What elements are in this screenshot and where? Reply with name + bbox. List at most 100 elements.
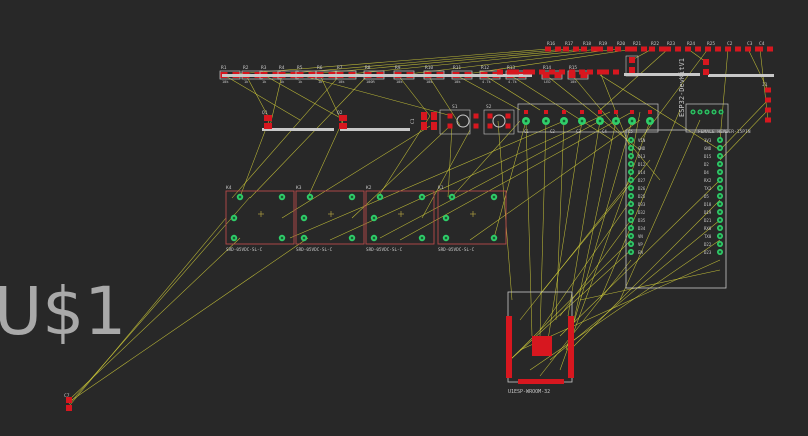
part-ref-label: Q1	[262, 110, 268, 116]
part-ref-label: R17	[565, 41, 573, 47]
airwire	[519, 259, 721, 351]
airwire	[509, 239, 632, 361]
devkit-pin-label: TX0	[704, 234, 712, 239]
resistor-pad	[563, 46, 569, 52]
silk-bar	[624, 73, 700, 76]
relay-footprint-label: SRD-05VDC-SL-C	[226, 247, 263, 253]
part-ref-label: R8	[365, 65, 371, 71]
smd-pad	[765, 117, 771, 123]
airwire	[567, 120, 601, 317]
part-ref-label: R21	[633, 41, 641, 47]
part-outline	[625, 55, 639, 77]
relay-ref-label: K1	[438, 185, 444, 191]
via-hole	[444, 216, 448, 220]
airwire	[397, 74, 431, 117]
smd-pad	[765, 97, 771, 103]
smd-pad	[598, 110, 602, 114]
devkit-pin-label: D18	[704, 202, 712, 207]
via-hole	[524, 119, 528, 123]
devkit-pin-label: D15	[704, 154, 712, 159]
part-ref-label: C7	[64, 393, 70, 399]
via-hole	[718, 178, 722, 182]
via-hole	[718, 170, 722, 174]
via-hole	[492, 195, 496, 199]
airwire	[539, 259, 632, 377]
via-hole	[705, 110, 709, 114]
via-hole	[350, 236, 354, 240]
resistor-pad	[573, 46, 579, 52]
part-ref-label: C4	[759, 41, 765, 47]
airwire	[539, 199, 632, 331]
via-hole	[719, 110, 723, 114]
via-hole	[280, 236, 284, 240]
airwire	[68, 237, 309, 403]
resistor-pad	[542, 72, 550, 78]
smd-pad	[447, 113, 453, 119]
via-hole	[718, 146, 722, 150]
resistor-pad	[685, 46, 691, 52]
smd-pad	[529, 69, 535, 75]
via-hole	[629, 234, 633, 238]
via-hole	[629, 250, 633, 254]
smd-pad	[487, 123, 493, 129]
via-hole	[629, 146, 633, 150]
via-hole	[598, 119, 602, 123]
silk-bar	[262, 128, 334, 131]
relay-outline	[295, 190, 365, 245]
part-value-label: 1k	[318, 80, 323, 84]
smd-pad	[431, 112, 437, 120]
transistor-pad	[339, 123, 347, 129]
part-ref-label: R16	[547, 41, 555, 47]
silk-bar	[708, 74, 774, 77]
airwire	[351, 125, 451, 219]
smd-pad	[473, 113, 479, 119]
part-ref-label: R10	[425, 65, 433, 71]
devkit-pin-label: TX2	[704, 186, 712, 191]
via-hole	[718, 194, 722, 198]
smd-pad	[421, 122, 427, 130]
part-ref-label: C1	[410, 118, 416, 124]
relay-ref-label: K3	[296, 185, 302, 191]
part-ref-label: R25	[707, 41, 715, 47]
smd-pad	[579, 69, 585, 75]
smd-pad	[765, 107, 771, 113]
via-hole	[629, 202, 633, 206]
part-ref-label: C2	[727, 41, 733, 47]
airwire	[455, 74, 521, 111]
airwire	[571, 74, 661, 181]
airwire	[571, 120, 617, 331]
part-ref-label: C5	[628, 129, 633, 134]
devkit-pin-label: VN	[638, 234, 643, 239]
airwire	[555, 120, 565, 321]
via-hole	[450, 195, 454, 199]
airwire	[509, 249, 632, 361]
via-hole	[308, 195, 312, 199]
part-value-label: 4.7k	[482, 80, 491, 84]
smd-pad	[569, 69, 575, 75]
airwire	[630, 111, 641, 161]
part-ref-label: R5	[297, 65, 303, 71]
devkit-pin-label: D21	[704, 218, 712, 223]
esp-module-label: U1ESP-WROOM-32	[508, 389, 550, 395]
part-value-label: 10k	[570, 80, 577, 84]
part-value-label: 10k	[426, 80, 433, 84]
airwire	[497, 120, 513, 301]
devkit-outline	[625, 129, 727, 289]
devkit-pin-label: D14	[638, 170, 646, 175]
via-hole	[648, 119, 652, 123]
via-hole	[718, 210, 722, 214]
esp-ground-pad	[532, 336, 552, 356]
via-hole	[544, 119, 548, 123]
smd-pad	[487, 113, 493, 119]
part-ref-label: R2	[243, 65, 249, 71]
via-hole	[718, 234, 722, 238]
transistor-pad	[339, 115, 347, 121]
resistor-pad	[745, 46, 751, 52]
airwire	[469, 119, 641, 241]
via-hole	[629, 154, 633, 158]
smd-pad	[703, 59, 709, 65]
devkit-pin-label: D13	[638, 154, 646, 159]
part-ref-label: R20	[617, 41, 625, 47]
